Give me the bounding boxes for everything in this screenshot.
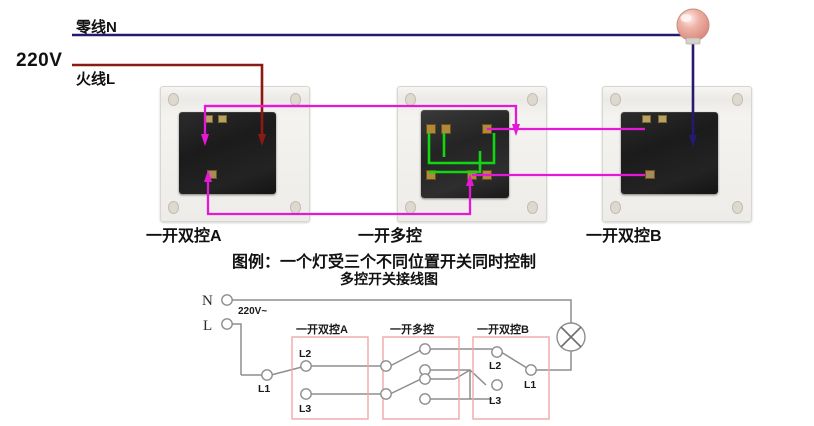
terminal-mid-out1 (419, 343, 431, 355)
switch-plate-b-photo (602, 86, 752, 222)
schematic-lamp-icon (556, 322, 586, 352)
switch-a-terminal-l2 (204, 115, 213, 123)
voltage-label: 220V (16, 50, 63, 71)
switch-a-terminal-l1 (207, 170, 217, 179)
terminal-a-l1 (261, 369, 273, 381)
terminal-l (221, 318, 233, 330)
switch-b-screw-bl (610, 201, 621, 214)
switch-mid-screw-bl (405, 201, 416, 214)
bulb-drop-wire (689, 42, 697, 147)
schematic-box-a (291, 336, 369, 420)
pin-b-l3: L3 (489, 395, 501, 407)
terminal-a-l2 (300, 360, 312, 372)
traveler-wires-mid-to-b (472, 127, 645, 177)
live-wire-group (72, 63, 266, 146)
terminal-b-l1 (525, 364, 537, 376)
terminal-a-l3 (300, 388, 312, 400)
switch-b-terminal-l3 (645, 170, 655, 179)
terminal-n (221, 294, 233, 306)
schematic-box-mid (382, 336, 460, 420)
terminal-mid-out3 (419, 373, 431, 385)
neutral-label: 零线N (76, 19, 117, 36)
schematic-title-b: 一开双控B (477, 322, 529, 336)
switch-mid-terminal-in1 (426, 124, 436, 134)
terminal-mid-in1 (380, 360, 392, 372)
switch-a-screw-br (290, 201, 301, 214)
pin-a-l2: L2 (299, 348, 311, 360)
switch-mid-screw-tr (527, 93, 538, 106)
switch-mid-terminal-in3 (426, 170, 436, 180)
pin-b-l2: L2 (489, 360, 501, 372)
switch-a-screw-bl (168, 201, 179, 214)
schematic-title-mid: 一开多控 (390, 322, 434, 336)
switch-b-screw-tl (610, 93, 621, 106)
schematic-n-label: N (202, 293, 213, 309)
switch-mid-screw-tl (405, 93, 416, 106)
crossover-wires-mid (427, 133, 496, 174)
switch-mid-screw-br (527, 201, 538, 214)
terminal-mid-out4 (419, 393, 431, 405)
legend-caption: 图例：一个灯受三个不同位置开关同时控制 (232, 254, 537, 271)
switch-plate-a-photo (160, 86, 310, 222)
switch-a-screw-tl (168, 93, 179, 106)
photo-label-switch-b: 一开双控B (586, 228, 662, 245)
photo-label-switch-mid: 一开多控 (358, 228, 423, 245)
terminal-b-l2 (491, 346, 503, 358)
switch-b-body (621, 112, 718, 194)
schematic-box-b (472, 336, 550, 420)
pin-b-l1: L1 (524, 379, 536, 391)
schematic-boxes (291, 336, 550, 420)
schematic-l-label: L (203, 318, 212, 334)
terminal-b-l3 (491, 379, 503, 391)
subtitle-caption: 多控开关接线图 (340, 271, 438, 287)
light-bulb (676, 8, 710, 45)
switch-b-terminal-l1 (658, 115, 667, 123)
photo-label-switch-a: 一开双控A (146, 228, 222, 245)
switch-a-body (179, 112, 276, 194)
schematic-wires (227, 299, 572, 400)
live-label: 火线L (76, 71, 116, 88)
switch-a-screw-tr (290, 93, 301, 106)
switch-mid-terminal-in2 (441, 124, 451, 134)
switch-a-terminal-l3 (218, 115, 227, 123)
switch-b-screw-tr (732, 93, 743, 106)
schematic-terminals (221, 294, 537, 405)
pin-a-l1: L1 (258, 383, 270, 395)
terminal-mid-in2 (380, 388, 392, 400)
schematic-title-a: 一开双控A (296, 322, 348, 336)
switch-b-screw-br (732, 201, 743, 214)
pin-a-l3: L3 (299, 403, 311, 415)
schematic-voltage-label: 220V~ (238, 306, 267, 317)
switch-b-terminal-l2 (642, 115, 651, 123)
